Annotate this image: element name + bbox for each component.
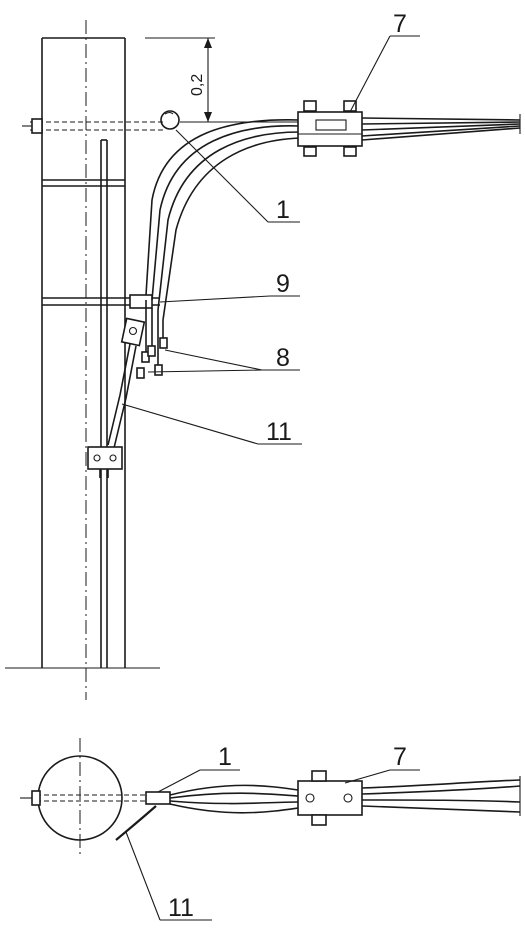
tension-clamp <box>297 100 363 157</box>
callout-9: 9 <box>276 270 290 298</box>
top-ground-wire <box>115 805 157 841</box>
top-callout-1: 1 <box>218 743 232 771</box>
ground-wire <box>87 317 146 478</box>
side-view: 0,2 7 1 9 8 11 <box>5 10 521 700</box>
bolt-nut <box>31 118 43 134</box>
outgoing-wires <box>361 114 521 141</box>
callout-11: 11 <box>266 418 292 446</box>
top-clamp-body <box>297 780 363 816</box>
top-bolt <box>20 790 171 806</box>
through-bolt <box>22 110 180 134</box>
pole <box>5 20 160 700</box>
top-wires <box>169 776 521 816</box>
top-hook <box>145 791 171 805</box>
clamp-body <box>297 111 363 147</box>
hook <box>160 110 180 130</box>
dimension-label: 0,2 <box>189 74 206 96</box>
cable-ends <box>136 337 168 379</box>
callout-8: 8 <box>276 344 290 372</box>
callout-7: 7 <box>393 10 407 38</box>
lower-lug <box>87 446 123 470</box>
top-view: 1 7 11 <box>20 738 521 922</box>
callouts-side: 7 1 9 8 11 <box>121 10 420 446</box>
dimension-0-2: 0,2 <box>145 37 215 122</box>
ground-rod <box>100 139 108 668</box>
band-clip <box>129 294 153 309</box>
top-callout-7: 7 <box>393 743 407 771</box>
top-callout-11: 11 <box>168 894 194 922</box>
cable-bundle <box>145 118 301 365</box>
callout-1: 1 <box>276 196 290 224</box>
callouts-top: 1 7 11 <box>125 743 420 922</box>
upper-lug <box>120 317 146 347</box>
top-clamp <box>297 770 363 826</box>
